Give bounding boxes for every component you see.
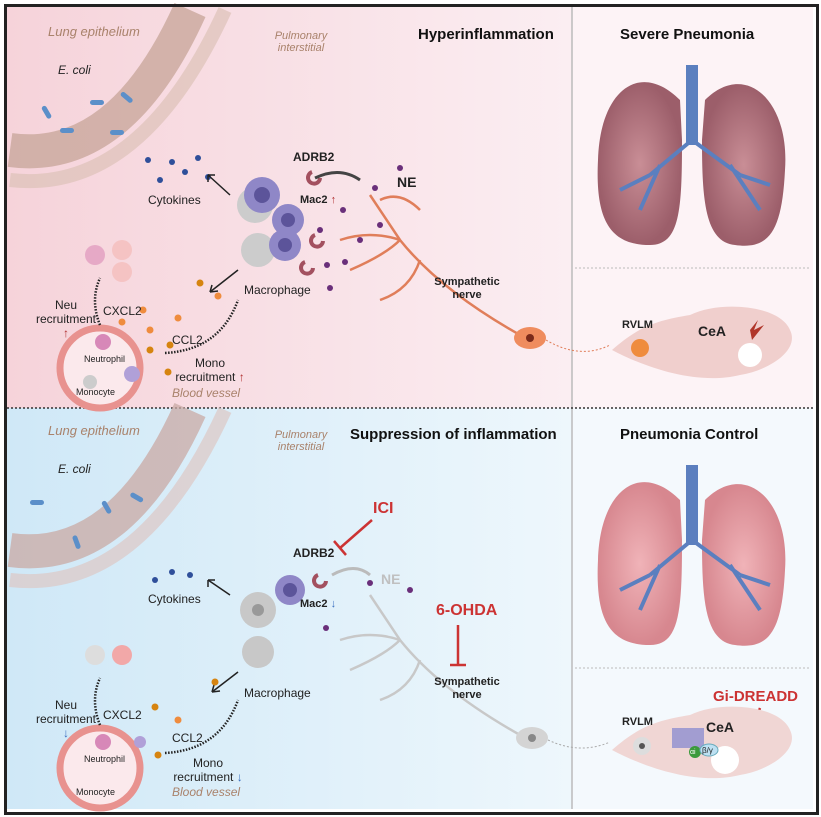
- top-panel-title: Hyperinflammation: [418, 26, 554, 43]
- figure-border: [4, 4, 819, 815]
- blood-vessel-bottom: [56, 724, 146, 812]
- neu-recruitment-label: Neu recruitment ↓: [36, 698, 96, 740]
- alpha-i-label: αi: [690, 749, 696, 756]
- pulmonary-interstitial-label: Pulmonary interstitial: [274, 30, 328, 54]
- monocyte-label: Monocyte: [76, 787, 116, 797]
- decrease-arrow: ↓: [63, 726, 69, 740]
- ccl2-label: CCL2: [172, 731, 203, 745]
- rvlm-label: RVLM: [622, 716, 653, 728]
- macrophage-label: Macrophage: [244, 283, 311, 297]
- lungs-severe: [597, 65, 786, 246]
- macrophage-cluster-bottom: [240, 575, 305, 668]
- sympathetic-nerve-bottom: [339, 594, 521, 737]
- blood-vessel-label: Blood vessel: [172, 785, 241, 799]
- rvlm-label: RVLM: [622, 319, 653, 331]
- increase-arrow: ↑: [330, 194, 337, 206]
- ici-label: ICI: [373, 500, 394, 517]
- sympathetic-nerve-label: Sympathetic nerve: [434, 276, 500, 301]
- cea-label: CeA: [698, 323, 727, 339]
- mac2-text: Mac2: [300, 598, 328, 610]
- mac2-label: Mac2 ↓: [300, 597, 336, 611]
- mono-recruitment-text: Mono recruitment: [173, 756, 234, 784]
- neutrophil-label: Neutrophil: [84, 754, 126, 764]
- neu-recruitment-text: Neu recruitment: [36, 698, 97, 726]
- ne-label: NE: [381, 571, 401, 587]
- recruited-cells: [85, 240, 132, 665]
- blood-vessel-label: Blood vessel: [172, 386, 241, 400]
- adrb2-label: ADRB2: [293, 150, 335, 164]
- adrb2-receptors: [299, 170, 328, 589]
- chemokine-dots: [118, 279, 222, 759]
- lung-epithelium-top: [7, 2, 232, 189]
- cytokines-label: Cytokines: [148, 592, 201, 606]
- mono-recruitment-label: Mono recruitment ↑: [170, 356, 250, 384]
- lung-epithelium-bottom: [7, 402, 232, 589]
- adrb2-label: ADRB2: [293, 546, 335, 560]
- beta-gamma-label: β/γ: [702, 746, 713, 755]
- 6-ohda-label: 6-OHDA: [436, 602, 498, 619]
- brain-top: [612, 306, 792, 379]
- ne-dots: [317, 165, 413, 631]
- cytokines-label: Cytokines: [148, 193, 201, 207]
- top-right-title: Severe Pneumonia: [620, 26, 755, 43]
- lungs-control: [597, 465, 786, 646]
- cxcl2-label: CXCL2: [103, 708, 142, 722]
- macrophage-cluster-top: [237, 177, 304, 267]
- blood-vessel-top: [56, 324, 144, 412]
- neutrophil-label: Neutrophil: [84, 354, 126, 364]
- neu-recruitment-label: Neu recruitment ↑: [36, 298, 96, 340]
- increase-arrow: ↑: [238, 370, 245, 384]
- mono-recruitment-label: Mono recruitment ↓: [168, 756, 248, 784]
- cxcl2-label: CXCL2: [103, 304, 142, 318]
- lung-epithelium-label: Lung epithelium: [48, 423, 140, 438]
- neu-recruitment-text: Neu recruitment: [36, 298, 97, 326]
- recruitment-arrows: [93, 277, 240, 755]
- mac2-text: Mac2: [300, 194, 328, 206]
- macrophage-label: Macrophage: [244, 686, 311, 700]
- gi-dreadd-label: Gi-DREADD: [713, 688, 798, 705]
- cea-label: CeA: [706, 719, 735, 735]
- ecoli-label: E. coli: [58, 63, 91, 77]
- ecoli-label: E. coli: [58, 462, 91, 476]
- pulmonary-interstitial-label: Pulmonary interstitial: [274, 429, 328, 453]
- sympathetic-nerve-label: Sympathetic nerve: [434, 676, 500, 701]
- ccl2-label: CCL2: [172, 333, 203, 347]
- mac2-label: Mac2 ↑: [300, 193, 336, 207]
- bottom-right-title: Pneumonia Control: [620, 426, 759, 443]
- lung-epithelium-label: Lung epithelium: [48, 24, 140, 39]
- increase-arrow: ↑: [63, 326, 69, 340]
- ne-label: NE: [397, 174, 417, 190]
- decrease-arrow: ↓: [236, 770, 243, 784]
- bottom-panel-title: Suppression of inflammation: [350, 426, 557, 443]
- monocyte-label: Monocyte: [76, 387, 116, 397]
- mono-recruitment-text: Mono recruitment: [175, 356, 236, 384]
- cytokine-arrows: [207, 174, 239, 693]
- brain-bottom: [612, 706, 792, 779]
- sympathetic-nerve-top: [339, 194, 521, 337]
- decrease-arrow: ↓: [330, 598, 337, 610]
- ecoli-bacteria: [30, 91, 144, 549]
